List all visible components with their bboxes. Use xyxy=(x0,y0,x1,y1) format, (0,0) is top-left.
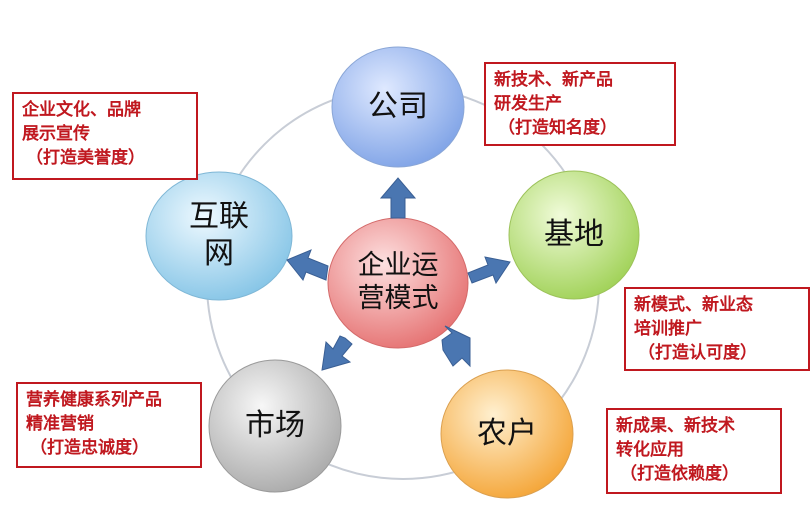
note-market-line-3: （打造忠诚度） xyxy=(30,438,149,458)
node-company-label: 公司 xyxy=(368,88,428,124)
note-farmer-line-2: 转化应用 xyxy=(616,440,684,460)
arrow-to-internet xyxy=(286,249,329,281)
note-internet-line-3: （打造美誉度） xyxy=(26,148,145,168)
note-base-line-2: 培训推广 xyxy=(634,319,702,339)
node-base-label: 基地 xyxy=(544,216,604,252)
node-market-label: 市场 xyxy=(245,407,305,443)
arrow-to-farmer xyxy=(441,325,471,368)
arrow-to-company xyxy=(379,177,417,219)
note-market-line-1: 营养健康系列产品 xyxy=(26,390,162,410)
node-market-circle xyxy=(208,359,342,493)
note-market: 营养健康系列产品 精准营销 （打造忠诚度） xyxy=(16,382,202,468)
note-company-line-1: 新技术、新产品 xyxy=(494,70,613,90)
note-company-line-3: （打造知名度） xyxy=(498,118,617,138)
note-market-line-2: 精准营销 xyxy=(26,414,94,434)
note-internet: 企业文化、品牌 展示宣传 （打造美誉度） xyxy=(12,92,198,180)
note-company: 新技术、新产品 研发生产 （打造知名度） xyxy=(484,62,676,146)
note-farmer: 新成果、新技术 转化应用 （打造依赖度） xyxy=(606,408,782,494)
node-internet-label-line-2: 网 xyxy=(204,236,234,271)
note-farmer-line-3: （打造依赖度） xyxy=(620,464,739,484)
center-label-line-1: 企业运 xyxy=(357,250,439,282)
note-base: 新模式、新业态 培训推广 （打造认可度） xyxy=(624,287,810,371)
center-label: 企业运 营模式 xyxy=(328,218,468,348)
node-base-circle xyxy=(508,170,640,300)
node-farmer-circle xyxy=(440,369,574,499)
node-internet-circle xyxy=(145,171,293,301)
node-farmer-label: 农户 xyxy=(477,415,537,451)
note-base-line-3: （打造认可度） xyxy=(638,343,757,363)
note-base-line-1: 新模式、新业态 xyxy=(634,295,753,315)
note-internet-line-2: 展示宣传 xyxy=(22,124,90,144)
arrow-to-market xyxy=(321,335,353,371)
note-company-line-2: 研发生产 xyxy=(494,94,562,114)
node-internet-label-line-1: 互联 xyxy=(189,199,249,235)
arrow-to-base xyxy=(467,256,511,285)
node-company-circle xyxy=(331,46,465,168)
node-internet-label: 互联 网 xyxy=(146,173,292,299)
note-internet-line-1: 企业文化、品牌 xyxy=(22,100,141,120)
center-label-line-2: 营模式 xyxy=(357,283,439,314)
note-farmer-line-1: 新成果、新技术 xyxy=(616,416,735,436)
